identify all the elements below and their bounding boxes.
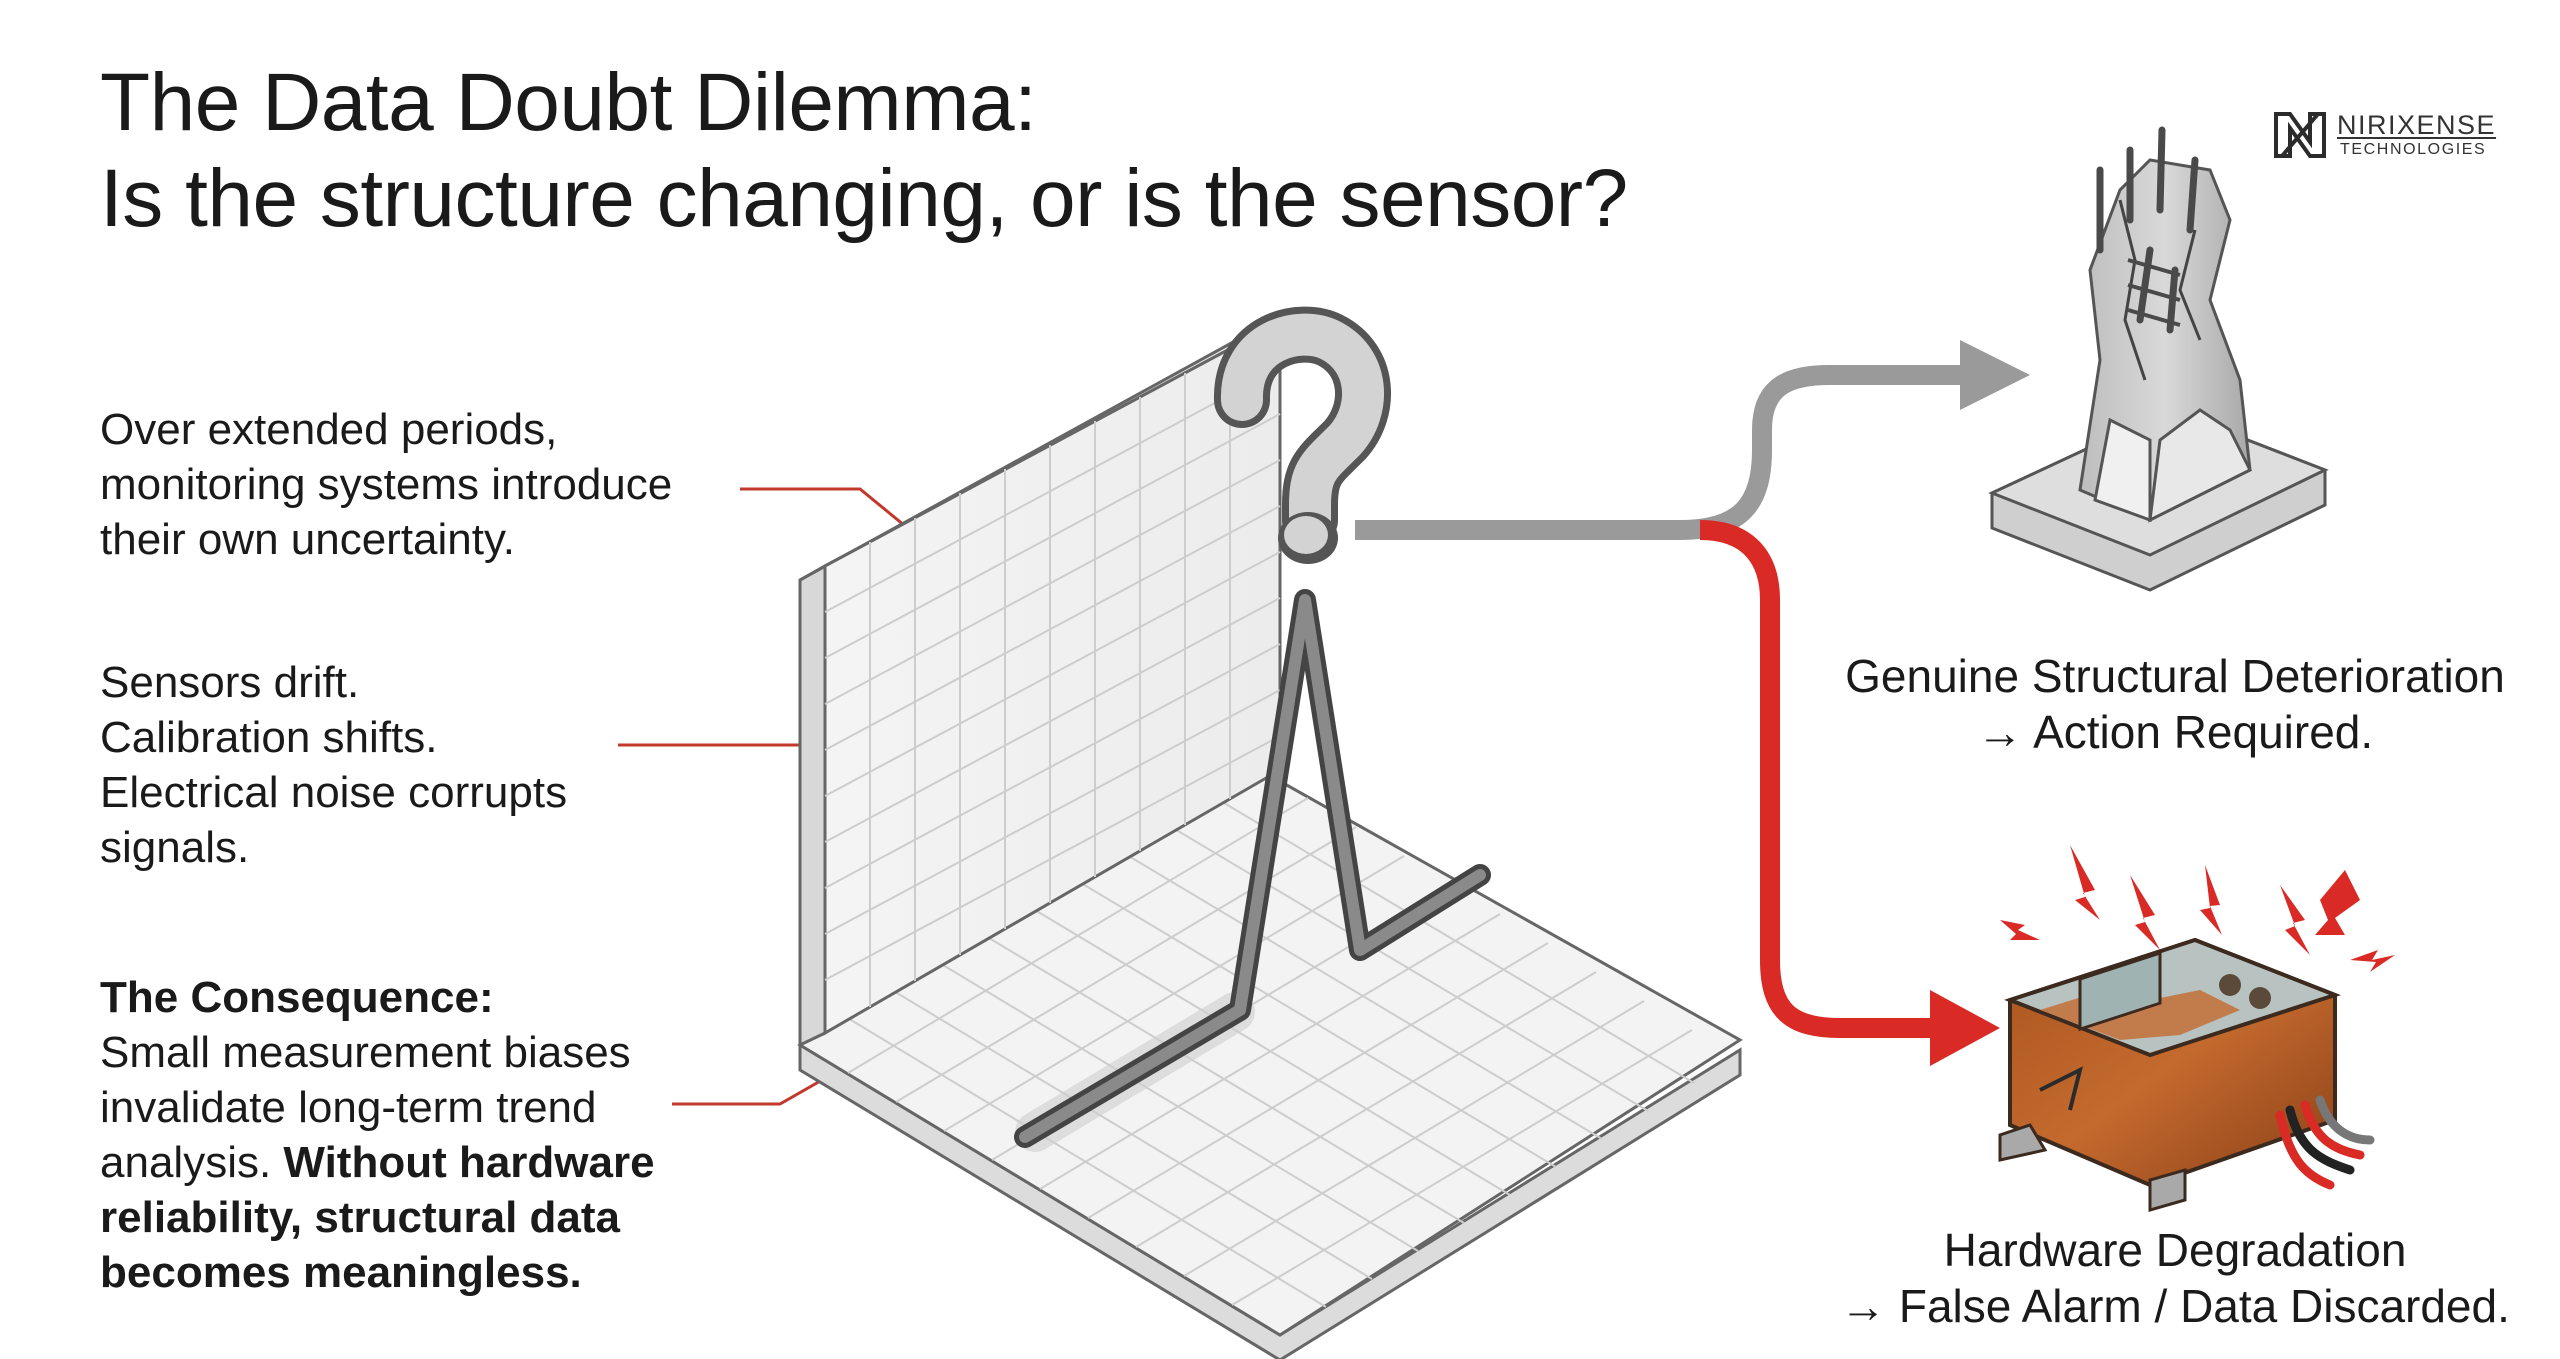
logo-name: NIRIXENSE [2337, 110, 2497, 140]
page-title: The Data Doubt Dilemma: Is the structure… [100, 55, 1628, 247]
nirixense-logo-mark-icon [2274, 112, 2326, 158]
electric-spark-icons [2000, 845, 2395, 972]
outcome-hardware: Hardware Degradation → False Alarm / Dat… [1830, 1222, 2520, 1334]
outcome-hardware-line-2: → False Alarm / Data Discarded. [1840, 1280, 2510, 1332]
note-drift-line-3: Electrical noise corrupts [100, 768, 568, 817]
logo-subtitle: TECHNOLOGIES [2340, 141, 2487, 158]
note-drift: Sensors drift. Calibration shifts. Elect… [100, 655, 567, 875]
note-drift-line-1: Sensors drift. [100, 658, 360, 707]
question-mark-icon [1214, 306, 1391, 564]
signal-spike-line [1014, 589, 1491, 1152]
note-drift-line-2: Calibration shifts. [100, 713, 438, 762]
note-drift-line-4: signals. [100, 823, 250, 872]
cracked-concrete-column-icon [1988, 126, 2329, 592]
title-line-2: Is the structure changing, or is the sen… [100, 153, 1628, 244]
arrow-head-hardware [1930, 990, 2000, 1066]
sensor-cables [2275, 1095, 2375, 1190]
consequence-line-2: invalidate long-term trend [100, 1083, 597, 1132]
branch-arrows [1355, 340, 2030, 1066]
arrow-head-structure [1960, 340, 2030, 410]
consequence-heading: The Consequence: [100, 973, 494, 1022]
note-uncertainty-line-1: Over extended periods, [100, 405, 558, 454]
company-logo: NIRIXENSE TECHNOLOGIES [2272, 108, 2522, 164]
outcome-structural: Genuine Structural Deterioration → Actio… [1830, 648, 2520, 760]
note-consequence: The Consequence: Small measurement biase… [100, 970, 655, 1300]
corroded-sensor-device-icon [1998, 845, 2395, 1212]
outcome-structural-line-1: Genuine Structural Deterioration [1845, 650, 2505, 702]
note-uncertainty: Over extended periods, monitoring system… [100, 402, 672, 567]
consequence-line-5: becomes meaningless. [100, 1248, 582, 1297]
consequence-line-4: reliability, structural data [100, 1193, 621, 1242]
note-uncertainty-line-2: monitoring systems introduce [100, 460, 673, 509]
outcome-structural-line-2: → Action Required. [1976, 706, 2374, 758]
consequence-line-3-bold: Without hardware [283, 1138, 655, 1187]
note-uncertainty-line-3: their own uncertainty. [100, 515, 515, 564]
title-line-1: The Data Doubt Dilemma: [100, 57, 1037, 148]
consequence-line-1: Small measurement biases [100, 1028, 631, 1077]
consequence-line-3: analysis. [100, 1138, 272, 1187]
outcome-hardware-line-1: Hardware Degradation [1943, 1224, 2407, 1276]
